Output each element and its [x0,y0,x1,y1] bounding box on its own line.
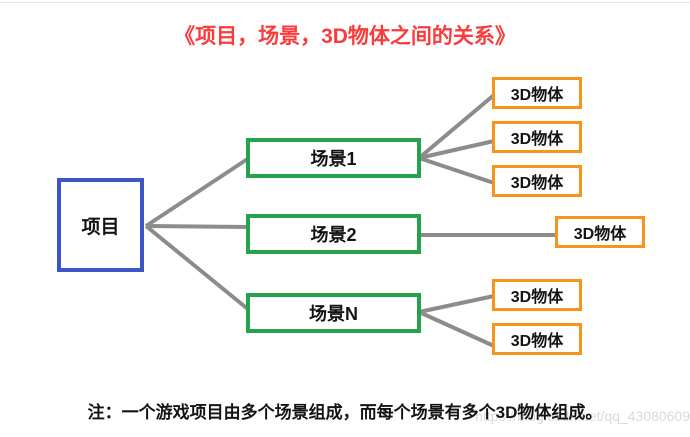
edge-scene1-object3 [418,156,495,185]
node-3d-object-6: 3D物体 [492,323,582,355]
edge-scene1-object2 [418,139,495,160]
node-3d-object-4: 3D物体 [555,216,645,248]
edge-project-sceneN [144,224,251,312]
node-scene-2: 场景2 [246,214,421,254]
node-scene-1: 场景1 [246,138,421,178]
node-project: 项目 [57,178,144,272]
note-text: 注：一个游戏项目由多个场景组成，而每个场景有多个3D物体组成。 [87,403,603,422]
edge-sceneN-object5 [418,294,495,314]
watermark-text: https://blog.csdn.net/qq_43080609 [475,408,690,424]
edge-scene1-object1 [417,93,496,160]
edge-sceneN-object6 [418,310,495,348]
node-scene-n: 场景N [246,293,421,333]
node-3d-object-3: 3D物体 [492,165,582,197]
node-3d-object-2: 3D物体 [492,121,582,153]
edge-project-scene2 [145,224,250,229]
diagram-title: 《项目，场景，3D物体之间的关系》 [174,25,516,48]
node-3d-object-5: 3D物体 [492,279,582,311]
edge-project-scene1 [144,156,251,228]
top-divider [0,2,690,3]
node-3d-object-1: 3D物体 [492,77,582,109]
